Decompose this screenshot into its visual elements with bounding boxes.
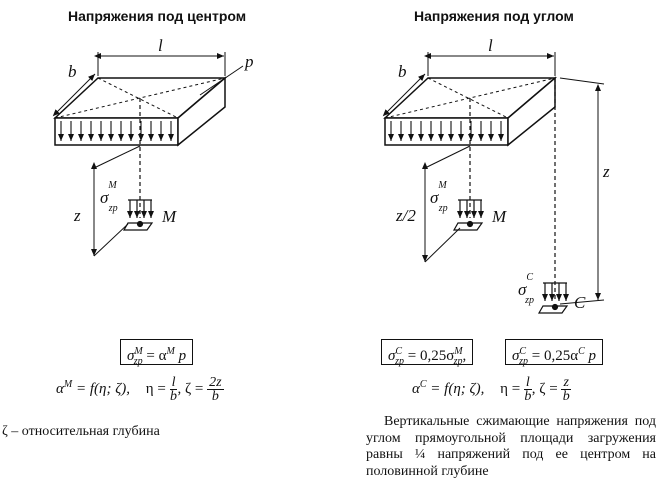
left-slab	[53, 65, 244, 218]
right-point-C	[537, 282, 569, 314]
p-leader	[199, 65, 244, 96]
label-b-left: b	[68, 62, 77, 81]
right-paragraph: Вертикальные сжимающие напряжения под уг…	[366, 414, 656, 479]
right-point-M	[452, 199, 484, 231]
right-title: Напряжения под углом	[414, 8, 574, 24]
left-slab-side	[177, 76, 226, 147]
left-dashed-diag	[97, 77, 179, 119]
label-b-right: b	[398, 62, 407, 81]
right-slab	[383, 76, 558, 300]
label-z-right: z	[603, 162, 610, 181]
label-sigma-C: σCzp	[518, 272, 534, 307]
left-point-M	[122, 199, 154, 231]
label-l-right: l	[488, 36, 493, 55]
left-box-formula: σMzp = αM p	[120, 339, 194, 367]
label-C: C	[574, 293, 586, 312]
label-p: p	[245, 52, 254, 71]
left-dimensions	[52, 52, 226, 257]
label-sigma-M-right: σMzp	[430, 180, 448, 215]
dim-b-left	[52, 73, 96, 117]
left-note: ζ – относительная глубина	[2, 424, 160, 439]
label-z-left: z	[74, 206, 81, 225]
label-l-left: l	[158, 36, 163, 55]
left-dashed-diag	[54, 77, 226, 119]
right-box-formula-2: σCzp = 0,25αC p	[505, 339, 603, 367]
right-slab-front	[384, 117, 509, 146]
right-box-formula-1: σCzp = 0,25σMzp,	[381, 339, 474, 367]
left-slab-front	[54, 117, 179, 146]
left-load-arrows	[58, 121, 174, 141]
label-z-half: z/2	[396, 206, 416, 225]
right-dimensions	[382, 52, 605, 305]
label-M-left: M	[162, 207, 177, 226]
label-M-right: M	[492, 207, 507, 226]
label-sigma-M-left: σMzp	[100, 180, 118, 215]
right-load-arrows	[388, 121, 504, 141]
left-title: Напряжения под центром	[68, 8, 247, 24]
